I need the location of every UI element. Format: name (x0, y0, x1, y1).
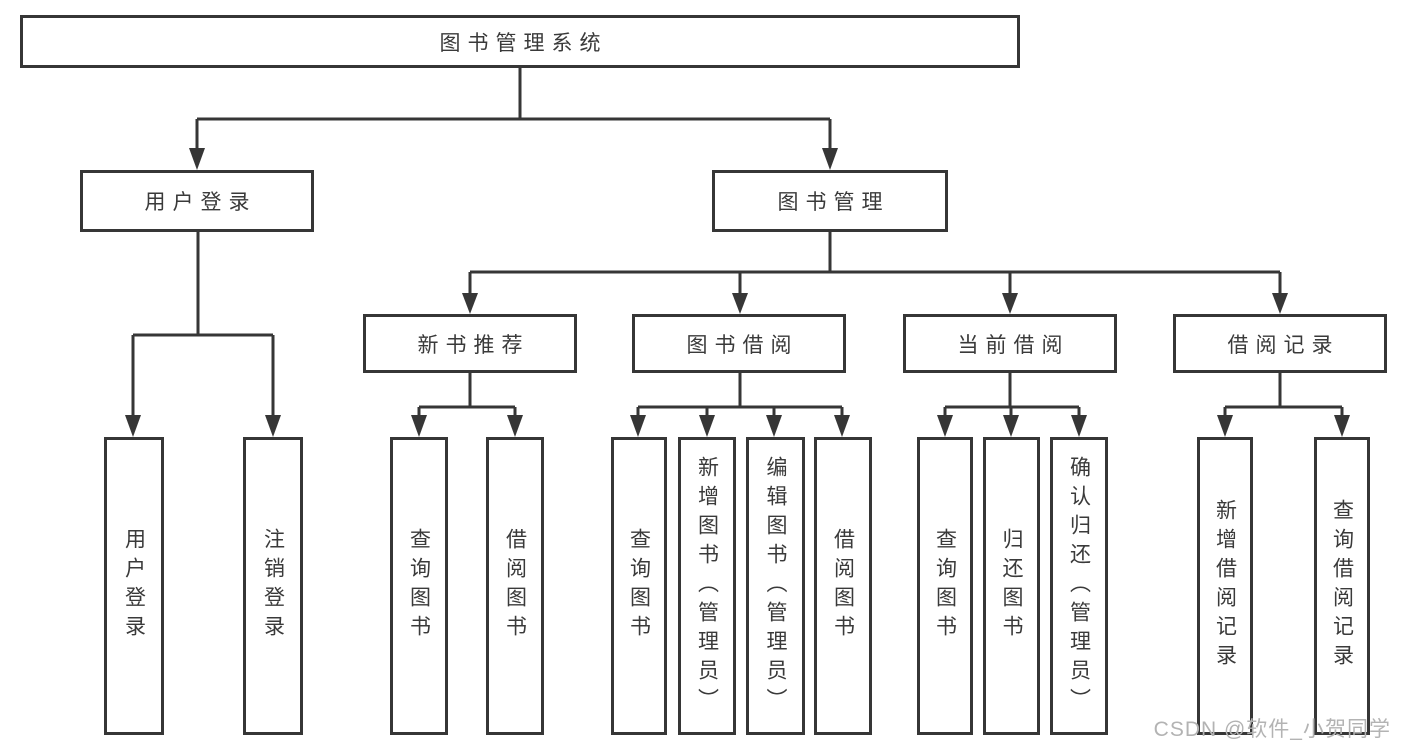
node-new-book-recommend: 新书推荐 (363, 314, 577, 373)
leaf-query-books-current-label: 查询图书 (933, 528, 957, 644)
leaf-add-books-admin: 新增图书（管理员） (678, 437, 736, 735)
leaf-logout-label: 注销登录 (261, 528, 285, 644)
watermark-text: CSDN @软件_小贺同学 (1153, 718, 1391, 741)
leaf-edit-books-admin-label: 编辑图书（管理员） (764, 455, 787, 717)
leaf-query-books-current: 查询图书 (917, 437, 973, 735)
leaf-confirm-return-admin: 确认归还（管理员） (1050, 437, 1108, 735)
node-book-management-label: 图书管理 (777, 191, 890, 214)
leaf-add-books-admin-label: 新增图书（管理员） (695, 455, 719, 717)
leaf-query-books-recommend: 查询图书 (390, 437, 448, 735)
leaf-add-borrow-record-label: 新增借阅记录 (1213, 499, 1237, 673)
node-borrowing-records: 借阅记录 (1173, 314, 1387, 373)
leaf-borrow-books-recommend: 借阅图书 (486, 437, 544, 735)
node-user-login: 用户登录 (80, 170, 314, 232)
leaf-query-books-borrowing-label: 查询图书 (627, 528, 651, 644)
node-root-label: 图书管理系统 (439, 31, 608, 55)
leaf-query-books-recommend-label: 查询图书 (407, 528, 431, 644)
leaf-return-books-label: 归还图书 (1000, 528, 1023, 644)
node-book-borrowing: 图书借阅 (632, 314, 846, 373)
leaf-borrow-books-label: 借阅图书 (831, 528, 855, 644)
leaf-query-borrow-record-label: 查询借阅记录 (1330, 499, 1354, 673)
node-current-borrowing-label: 当前借阅 (957, 333, 1070, 357)
node-root: 图书管理系统 (20, 15, 1020, 68)
leaf-query-borrow-record: 查询借阅记录 (1314, 437, 1370, 735)
node-book-management: 图书管理 (712, 170, 948, 232)
node-book-borrowing-label: 图书借阅 (686, 333, 799, 357)
leaf-confirm-return-admin-label: 确认归还（管理员） (1067, 455, 1091, 717)
node-new-book-recommend-label: 新书推荐 (417, 333, 530, 357)
leaf-return-books: 归还图书 (983, 437, 1040, 735)
leaf-borrow-books: 借阅图书 (814, 437, 872, 735)
leaf-user-login: 用户登录 (104, 437, 164, 735)
node-current-borrowing: 当前借阅 (903, 314, 1117, 373)
leaf-query-books-borrowing: 查询图书 (611, 437, 667, 735)
leaf-user-login-label: 用户登录 (122, 528, 146, 644)
leaf-edit-books-admin: 编辑图书（管理员） (746, 437, 805, 735)
leaf-logout: 注销登录 (243, 437, 303, 735)
node-borrowing-records-label: 借阅记录 (1227, 333, 1340, 357)
node-user-login-label: 用户登录 (144, 191, 257, 214)
leaf-add-borrow-record: 新增借阅记录 (1197, 437, 1253, 735)
leaf-borrow-books-recommend-label: 借阅图书 (503, 528, 527, 644)
